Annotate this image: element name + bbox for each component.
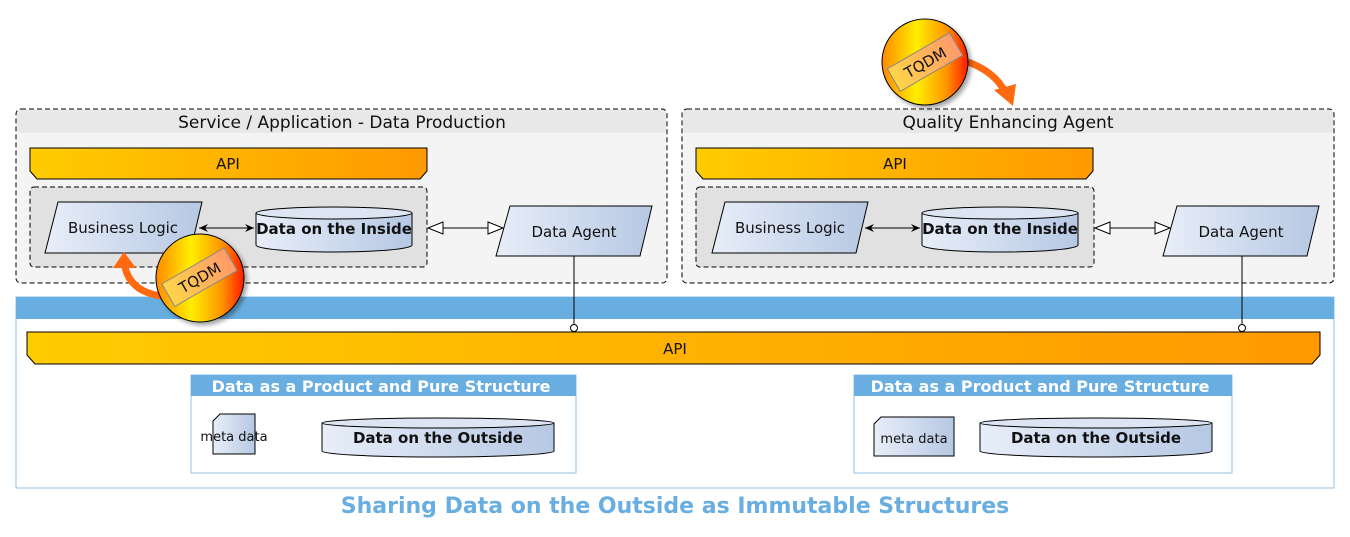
service-api-label: API bbox=[216, 155, 240, 173]
shared-data-layer: API Data as a Product and Pure Structure… bbox=[15, 256, 1335, 489]
quality-data-agent[interactable] bbox=[1162, 205, 1320, 257]
service-data-agent-label: Data Agent bbox=[532, 223, 617, 241]
quality-enhancing-agent-box: Quality Enhancing Agent API Business Log… bbox=[681, 108, 1335, 284]
product-right-data-outside-label: Data on the Outside bbox=[1011, 429, 1181, 447]
service-data-inside-cylinder[interactable] bbox=[255, 206, 413, 253]
product-right-header bbox=[854, 375, 1232, 396]
quality-box-title: Quality Enhancing Agent bbox=[903, 113, 1114, 133]
shared-layer-header bbox=[16, 297, 1334, 319]
product-left-data-outside-cylinder[interactable] bbox=[321, 417, 555, 458]
data-product-left: Data as a Product and Pure Structure met… bbox=[190, 374, 577, 474]
quality-box-header bbox=[683, 110, 1333, 133]
quality-tqdm-badge[interactable]: TQDM bbox=[881, 18, 1016, 106]
data-product-right: Data as a Product and Pure Structure met… bbox=[853, 374, 1233, 474]
tqdm-tag bbox=[886, 32, 964, 92]
service-data-inside-label: Data on the Inside bbox=[256, 220, 412, 238]
product-left-title: Data as a Product and Pure Structure bbox=[212, 377, 551, 396]
quality-agent-socket bbox=[1238, 324, 1246, 332]
quality-business-logic-label: Business Logic bbox=[735, 219, 845, 237]
service-box-title: Service / Application - Data Production bbox=[178, 113, 506, 133]
shared-api-label: API bbox=[663, 340, 687, 358]
product-left-data-outside-label: Data on the Outside bbox=[353, 429, 523, 447]
quality-tqdm-arrowhead bbox=[994, 84, 1016, 106]
product-right-meta-data[interactable] bbox=[873, 416, 955, 457]
quality-data-inside-cylinder[interactable] bbox=[921, 206, 1079, 253]
service-api-bar[interactable] bbox=[29, 147, 428, 180]
quality-api-bar[interactable] bbox=[695, 147, 1094, 180]
shared-api-bar[interactable] bbox=[26, 331, 1321, 365]
product-left-meta-data[interactable] bbox=[212, 413, 256, 455]
service-business-logic-label: Business Logic bbox=[68, 219, 178, 237]
product-right-data-outside-cylinder[interactable] bbox=[979, 417, 1213, 458]
product-left-meta-label: meta data bbox=[200, 430, 267, 445]
quality-api-label: API bbox=[883, 155, 907, 173]
service-box-header bbox=[17, 110, 666, 133]
service-tqdm-arrowhead bbox=[113, 252, 136, 268]
quality-tqdm-arrow bbox=[966, 58, 1009, 94]
tqdm-tag bbox=[161, 247, 238, 308]
diagram-caption: Sharing Data on the Outside as Immutable… bbox=[341, 494, 1009, 519]
product-right-title: Data as a Product and Pure Structure bbox=[871, 377, 1210, 396]
product-right-meta-label: meta data bbox=[880, 432, 947, 447]
quality-data-inside-label: Data on the Inside bbox=[922, 220, 1078, 238]
product-left-header bbox=[191, 375, 576, 396]
service-tqdm-badge[interactable]: TQDM bbox=[113, 233, 245, 323]
quality-business-logic[interactable] bbox=[711, 201, 869, 254]
service-data-agent[interactable] bbox=[495, 205, 653, 257]
service-agent-socket bbox=[570, 324, 578, 332]
service-application-box: Service / Application - Data Production … bbox=[15, 108, 668, 284]
quality-data-agent-label: Data Agent bbox=[1199, 223, 1284, 241]
